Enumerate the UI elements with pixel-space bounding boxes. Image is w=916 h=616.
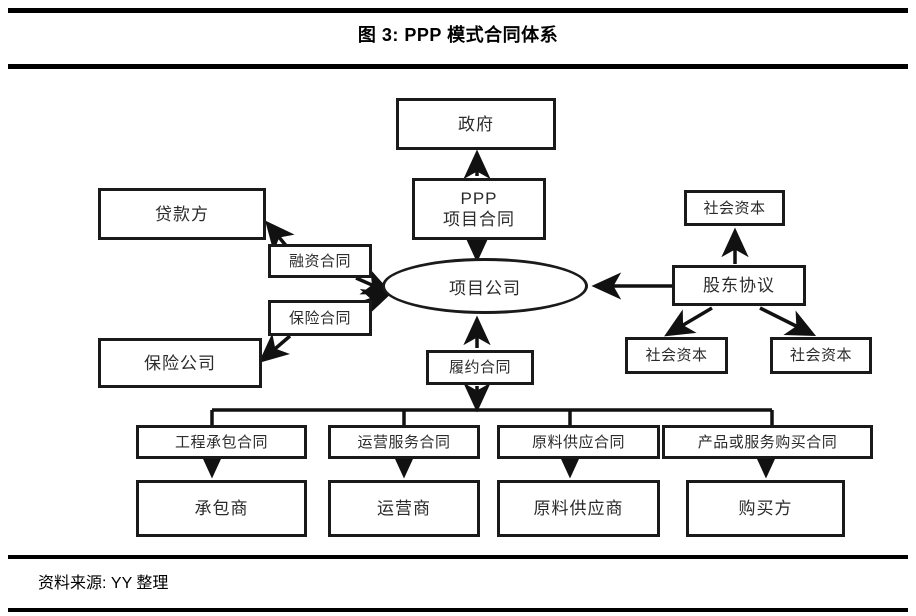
figure-source: 资料来源: YY 整理 bbox=[38, 575, 169, 592]
arrow-shareholder-to-capital-left bbox=[664, 306, 713, 337]
header-rule-top bbox=[8, 8, 908, 13]
node-engineering-contract[interactable]: 工程承包合同 bbox=[136, 425, 307, 459]
node-government[interactable]: 政府 bbox=[396, 98, 556, 150]
node-social-capital-top[interactable]: 社会资本 bbox=[684, 190, 785, 226]
node-operation-contract[interactable]: 运营服务合同 bbox=[328, 425, 480, 459]
source-rule-top bbox=[8, 555, 908, 559]
node-material-contract[interactable]: 原料供应合同 bbox=[497, 425, 660, 459]
node-financing-contract[interactable]: 融资合同 bbox=[268, 244, 372, 278]
figure-title: 图 3: PPP 模式合同体系 bbox=[357, 25, 559, 45]
node-social-capital-left[interactable]: 社会资本 bbox=[625, 337, 728, 374]
node-operator[interactable]: 运营商 bbox=[328, 480, 480, 537]
diagram-connectors bbox=[198, 149, 817, 479]
header-rule-bottom bbox=[8, 64, 908, 69]
node-insurance-company[interactable]: 保险公司 bbox=[98, 338, 262, 388]
diagram-canvas: 政府 PPP 项目合同 项目公司 贷款方 融资合同 保险合同 保险公司 社会资本… bbox=[0, 72, 916, 550]
node-lender[interactable]: 贷款方 bbox=[98, 188, 266, 240]
node-project-company[interactable]: 项目公司 bbox=[382, 258, 588, 314]
node-social-capital-right[interactable]: 社会资本 bbox=[770, 337, 872, 374]
node-material-supplier[interactable]: 原料供应商 bbox=[497, 480, 660, 537]
bus-connectors bbox=[210, 408, 774, 426]
source-rule-bottom bbox=[8, 608, 908, 612]
node-shareholder-agreement[interactable]: 股东协议 bbox=[672, 265, 806, 306]
node-contractor[interactable]: 承包商 bbox=[136, 480, 307, 537]
node-performance-contract[interactable]: 履约合同 bbox=[426, 350, 534, 385]
node-purchaser[interactable]: 购买方 bbox=[686, 480, 845, 537]
node-purchase-contract[interactable]: 产品或服务购买合同 bbox=[662, 425, 873, 459]
node-ppp-contract[interactable]: PPP 项目合同 bbox=[412, 178, 546, 240]
node-insurance-contract[interactable]: 保险合同 bbox=[268, 300, 372, 336]
arrow-shareholder-to-capital-right bbox=[759, 306, 817, 337]
arrow-insurance-to-company-box bbox=[258, 333, 292, 363]
